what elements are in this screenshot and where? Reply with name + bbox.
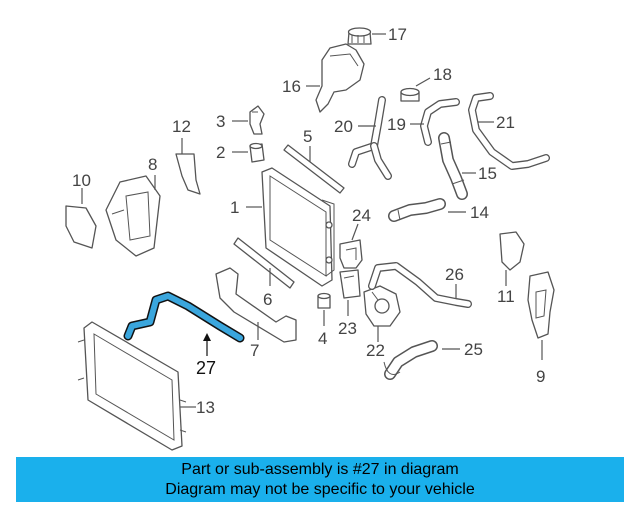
side-panel-10-part[interactable]	[65, 205, 97, 249]
arrowhead-icon	[203, 333, 211, 341]
radiator-1-part[interactable]	[261, 167, 335, 287]
panel-12-part[interactable]	[175, 153, 201, 195]
banner-line-2: Diagram may not be specific to your vehi…	[165, 481, 475, 498]
bracket-3-part[interactable]	[249, 105, 265, 135]
mount-23-part[interactable]	[339, 269, 361, 299]
callout-6: 6	[263, 290, 272, 309]
seal-strip-5-part[interactable]	[283, 144, 345, 194]
callout-20: 20	[334, 117, 353, 136]
callout-21: 21	[496, 113, 515, 132]
callout-10: 10	[72, 171, 91, 190]
pipe-26-part[interactable]	[368, 262, 472, 308]
callout-24: 24	[352, 206, 371, 225]
callout-18: 18	[433, 65, 452, 84]
seal-strip-6-part[interactable]	[233, 237, 295, 289]
air-guide-8-part[interactable]	[105, 175, 161, 257]
callout-19: 19	[387, 115, 406, 134]
callout-5: 5	[303, 127, 312, 146]
bracket-24-part[interactable]	[339, 239, 363, 269]
filler-cap-part[interactable]	[400, 87, 420, 102]
callout-13: 13	[196, 398, 215, 417]
coolant-reservoir-part[interactable]	[315, 43, 365, 113]
grommet-4-part[interactable]	[317, 292, 331, 309]
bracket-7-part[interactable]	[215, 267, 297, 343]
callout-17: 17	[388, 25, 407, 44]
callout-11: 11	[497, 287, 515, 306]
condenser-13-part[interactable]	[77, 321, 187, 451]
callout-1: 1	[230, 198, 239, 217]
hose-15-part[interactable]	[438, 132, 468, 200]
mount-2-part[interactable]	[249, 142, 265, 163]
reservoir-cap-part[interactable]	[347, 27, 372, 45]
hose-20-part[interactable]	[348, 96, 392, 180]
banner-background	[16, 457, 624, 502]
banner-line-1: Part or sub-assembly is #27 in diagram	[181, 461, 459, 478]
callout-16: 16	[282, 77, 301, 96]
bracket-9-part[interactable]	[527, 271, 555, 339]
callout-3: 3	[216, 112, 225, 131]
callout-22: 22	[366, 341, 385, 360]
notice-banner: Part or sub-assembly is #27 in diagram D…	[16, 457, 624, 502]
pipe-21-part[interactable]	[468, 92, 550, 170]
bracket-11-part[interactable]	[499, 231, 525, 271]
callout-8: 8	[148, 155, 157, 174]
pump-22-part[interactable]	[363, 285, 401, 327]
callout-12: 12	[172, 117, 191, 136]
callout-25: 25	[464, 340, 483, 359]
callout-14: 14	[470, 203, 489, 222]
callout-26: 26	[445, 265, 464, 284]
hose-14-part[interactable]	[388, 198, 446, 222]
callout-27: 27	[196, 358, 216, 378]
callout-4: 4	[318, 329, 327, 348]
callout-23: 23	[338, 319, 357, 338]
callout-2: 2	[216, 143, 225, 162]
highlighted-hose-27-part[interactable]	[123, 291, 245, 343]
hose-19-part[interactable]	[420, 98, 460, 146]
callout-7: 7	[250, 341, 259, 360]
callout-15: 15	[478, 164, 497, 183]
hose-25-part[interactable]	[383, 340, 438, 380]
callout-9: 9	[536, 367, 545, 386]
